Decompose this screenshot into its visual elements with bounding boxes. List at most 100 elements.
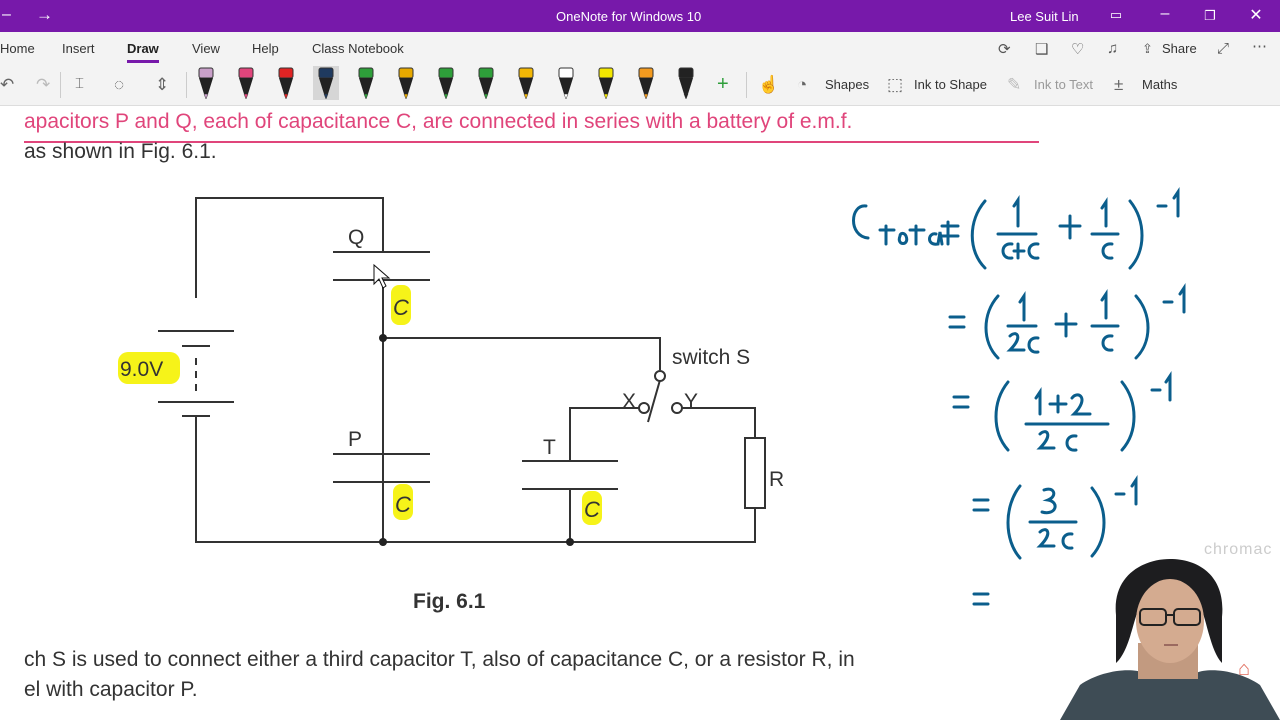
- label-switch-s: switch S: [672, 346, 750, 369]
- shapes-button[interactable]: Shapes: [825, 77, 870, 92]
- ink-paren-close-1: [1128, 199, 1144, 270]
- junction-top: [379, 334, 387, 342]
- ink-paren-open-4: [1006, 484, 1022, 560]
- pen-1[interactable]: [193, 66, 219, 100]
- switch-pivot: [654, 370, 666, 382]
- ink-equals-5: [972, 592, 990, 606]
- ink-frac-4: [1090, 289, 1120, 352]
- tab-home[interactable]: Home: [0, 41, 35, 56]
- restore-icon[interactable]: ❐: [1204, 8, 1216, 23]
- ink-power-3: [1150, 371, 1172, 402]
- pen-11[interactable]: [593, 66, 619, 100]
- wire-mid: [195, 280, 384, 543]
- handwritten-working: [852, 187, 1186, 606]
- ink-t: [878, 224, 896, 246]
- pen-13[interactable]: [673, 66, 699, 100]
- label-p: P: [348, 428, 362, 451]
- ribbon-tabs: Home Insert Draw View Help Class Noteboo…: [0, 32, 1280, 64]
- ink-c: [852, 204, 870, 240]
- wire-bottom-right: [383, 508, 756, 543]
- label-x: X: [622, 390, 636, 413]
- ink-paren-open-2: [984, 294, 1000, 360]
- maths-button[interactable]: Maths: [1142, 77, 1178, 92]
- label-c-q: C: [393, 295, 409, 320]
- ink-underline: [24, 141, 1039, 143]
- ink-frac-6: [1028, 487, 1078, 550]
- user-menu-icon[interactable]: ▭: [1109, 7, 1123, 22]
- label-t: T: [543, 436, 556, 459]
- ink-to-text-icon[interactable]: ✎: [1007, 75, 1022, 94]
- pen-5[interactable]: [353, 66, 379, 100]
- mouse-cursor-icon: [373, 263, 391, 289]
- ink-paren-close-4: [1090, 486, 1106, 558]
- tab-insert[interactable]: Insert: [62, 41, 95, 56]
- ink-a: [928, 231, 944, 246]
- ink-to-shape-button[interactable]: Ink to Shape: [914, 77, 987, 92]
- label-y: Y: [684, 390, 698, 413]
- pen-7[interactable]: [433, 66, 459, 100]
- ink-plus-2: [1054, 312, 1078, 338]
- contact-x: [638, 402, 650, 414]
- undo-icon[interactable]: ↶: [0, 75, 15, 94]
- ink-frac-3: [1006, 291, 1040, 354]
- close-icon[interactable]: ✕: [1249, 7, 1263, 24]
- add-pen-icon[interactable]: +: [717, 73, 729, 95]
- ink-to-text-button[interactable]: Ink to Text: [1034, 77, 1094, 92]
- maths-icon[interactable]: ±: [1114, 75, 1124, 94]
- touch-draw-icon[interactable]: ☝: [758, 75, 780, 94]
- ink-to-shape-icon[interactable]: ⬚: [887, 75, 904, 94]
- expand-icon[interactable]: ⤢: [1217, 40, 1230, 57]
- ink-paren-close-2: [1134, 294, 1150, 360]
- add-space-icon[interactable]: ⇕: [155, 75, 170, 94]
- tab-view[interactable]: View: [192, 41, 220, 56]
- label-q: Q: [348, 226, 364, 249]
- ink-equals-3: [952, 395, 970, 409]
- resistor-r: [744, 437, 766, 509]
- more-options-icon[interactable]: ⋯: [1252, 38, 1267, 55]
- wire-to-r: [682, 407, 756, 438]
- contact-y: [671, 402, 683, 414]
- question-text-line-3: ch S is used to connect either a third c…: [24, 648, 855, 671]
- tab-draw[interactable]: Draw: [127, 41, 159, 63]
- pen-9[interactable]: [513, 66, 539, 100]
- lightbulb-icon[interactable]: ♡: [1071, 41, 1085, 58]
- page-canvas[interactable]: apacitors P and Q, each of capacitance C…: [0, 106, 1280, 720]
- tab-help[interactable]: Help: [252, 41, 279, 56]
- highlight-c-p: [393, 484, 413, 520]
- ink-power-2: [1162, 283, 1186, 314]
- question-text-line-1: apacitors P and Q, each of capacitance C…: [24, 110, 853, 133]
- label-c-p: C: [395, 492, 411, 517]
- junction-bottom-left: [379, 538, 387, 546]
- ink-plus-1: [1058, 214, 1082, 240]
- ink-equals-1: [940, 224, 960, 238]
- user-name[interactable]: Lee Suit Lin: [1010, 9, 1079, 24]
- label-voltage: 9.0V: [120, 358, 163, 381]
- redo-icon[interactable]: ↷: [36, 75, 51, 94]
- pen-12[interactable]: [633, 66, 659, 100]
- pen-2[interactable]: [233, 66, 259, 100]
- page-view-icon[interactable]: ❑: [1035, 41, 1049, 58]
- minimize-icon[interactable]: –: [1160, 5, 1170, 22]
- ink-paren-close-3: [1120, 380, 1136, 452]
- highlight-c-q: [391, 285, 411, 325]
- pen-3[interactable]: [273, 66, 299, 100]
- pen-6[interactable]: [393, 66, 419, 100]
- bell-icon[interactable]: ♫: [1107, 40, 1119, 57]
- share-button[interactable]: Share: [1162, 41, 1197, 56]
- pen-4[interactable]: [313, 66, 339, 100]
- sync-icon[interactable]: ⟳: [998, 41, 1011, 58]
- pen-8[interactable]: [473, 66, 499, 100]
- forward-arrow-icon[interactable]: →: [36, 5, 53, 24]
- question-text-line-4: el with capacitor P.: [24, 678, 198, 701]
- pen-10[interactable]: [553, 66, 579, 100]
- ink-frac-5: [1024, 387, 1110, 452]
- app-title: OneNote for Windows 10: [556, 9, 702, 24]
- ink-power-1: [1156, 187, 1180, 218]
- lasso-select-icon[interactable]: ◌: [114, 75, 125, 94]
- share-icon[interactable]: ⇪: [1142, 41, 1153, 56]
- back-icon[interactable]: –: [2, 6, 11, 23]
- title-bar: – → OneNote for Windows 10 Lee Suit Lin …: [0, 0, 1280, 32]
- tab-class-notebook[interactable]: Class Notebook: [312, 41, 404, 56]
- type-select-icon[interactable]: ⌶: [75, 75, 85, 92]
- shapes-icon[interactable]: ◔: [797, 75, 808, 94]
